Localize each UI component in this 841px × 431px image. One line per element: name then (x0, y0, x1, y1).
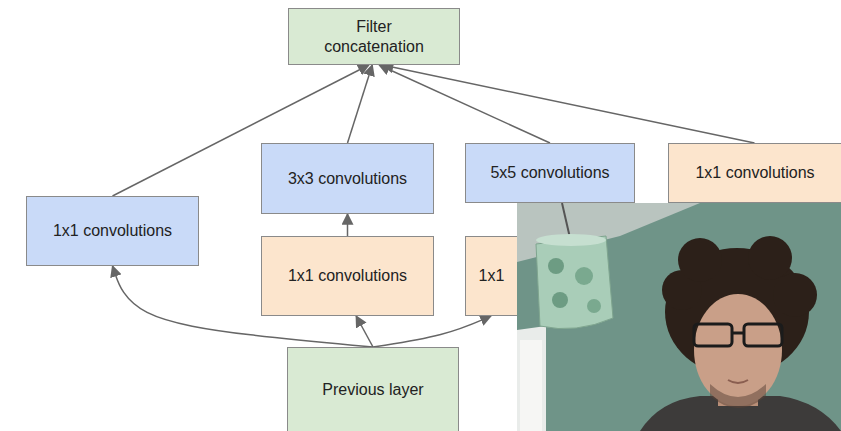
concat-box: Filter concatenation (288, 8, 460, 65)
box-label: 1x1 convolutions (53, 221, 172, 241)
webcam-inset (517, 203, 841, 431)
box-label: 1x1 convolutions (288, 266, 407, 286)
conv-box: 1x1 (465, 236, 517, 316)
conv-box: 1x1 convolutions (261, 236, 434, 316)
arrow-connector (347, 214, 349, 236)
arrow-connector (373, 316, 491, 347)
conv-box: 1x1 convolutions (668, 143, 841, 203)
box-label: Previous layer (322, 380, 423, 400)
box-label: 5x5 convolutions (490, 163, 609, 183)
box-label: 1x1 convolutions (695, 163, 814, 183)
input-box: Previous layer (287, 347, 459, 431)
box-label: 1x1 (479, 266, 505, 286)
arrow-connector (348, 65, 373, 143)
conv-box: 1x1 convolutions (26, 196, 199, 266)
arrow-connector (356, 316, 373, 347)
box-label: Filter concatenation (314, 17, 434, 57)
box-label: 3x3 convolutions (288, 169, 407, 189)
arrow-connector (379, 65, 550, 143)
arrow-connector (383, 65, 755, 143)
conv-box: 5x5 convolutions (465, 143, 635, 203)
conv-box: 3x3 convolutions (261, 143, 434, 214)
